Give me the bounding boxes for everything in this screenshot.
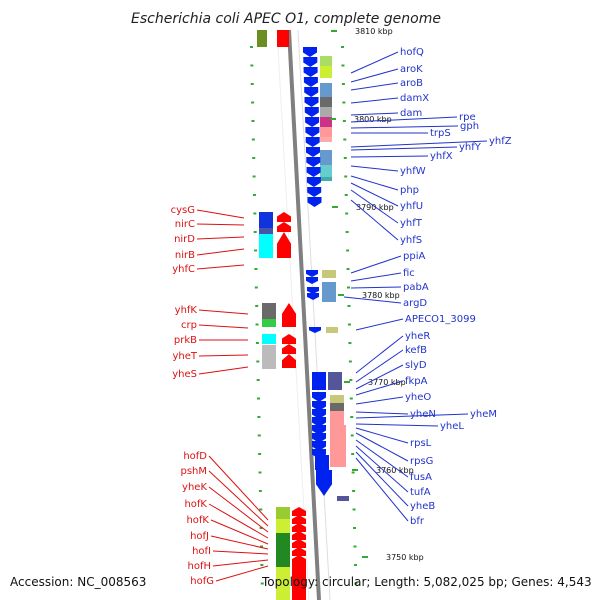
gene-label: yheR bbox=[405, 331, 430, 342]
gene-label: fic bbox=[403, 268, 415, 279]
topology-text: Topology: circular; Length: 5,082,025 bp… bbox=[261, 575, 592, 589]
gene-label: yhfT bbox=[400, 218, 423, 229]
gene-label: argD bbox=[403, 298, 427, 309]
scale-tick-label: 3780 kbp bbox=[362, 291, 400, 300]
gene-label: hofI bbox=[192, 546, 211, 557]
gene-label: gph bbox=[460, 121, 479, 132]
scale-tick-label: 3770 kbp bbox=[368, 378, 406, 387]
gene-label: hofD bbox=[183, 451, 207, 462]
gene-label: yheS bbox=[172, 369, 197, 380]
gene-label: bfr bbox=[410, 516, 425, 527]
gene-label: yheT bbox=[172, 351, 197, 362]
gene-label: fkpA bbox=[405, 376, 428, 387]
gene-label: php bbox=[400, 185, 419, 196]
gene-label: aroB bbox=[400, 78, 423, 89]
gene-label: rpsG bbox=[410, 456, 433, 467]
gene-label: yhfS bbox=[400, 235, 422, 246]
gene-label: nirD bbox=[174, 234, 195, 245]
gene-label: yheK bbox=[182, 482, 207, 493]
scale-tick-label: 3760 kbp bbox=[376, 466, 414, 475]
gene-label: yheM bbox=[470, 409, 497, 420]
accession-text: Accession: NC_008563 bbox=[10, 575, 146, 589]
gene-label: APECO1_3099 bbox=[405, 314, 476, 325]
gene-label: nirC bbox=[175, 219, 195, 230]
gene-label: kefB bbox=[405, 345, 427, 356]
gene-label: fusA bbox=[410, 472, 432, 483]
gene-label: nirB bbox=[175, 250, 195, 261]
gene-label: yhfC bbox=[172, 264, 195, 275]
gene-label: yhfZ bbox=[489, 136, 512, 147]
scale-tick-label: 3750 kbp bbox=[386, 553, 424, 562]
scale-tick-label: 3790 kbp bbox=[356, 203, 394, 212]
gene-label: cysG bbox=[171, 205, 195, 216]
scale-ticks: 3810 kbp 3800 kbp 3790 kbp 3780 kbp 3770 kbp… bbox=[330, 27, 424, 562]
gene-label: dam bbox=[400, 108, 422, 119]
gene-label: slyD bbox=[405, 360, 427, 371]
tick-track bbox=[250, 46, 358, 585]
gene-label: yheL bbox=[440, 421, 464, 432]
gene-label: yhfU bbox=[400, 201, 423, 212]
gene-label: yheB bbox=[410, 501, 435, 512]
gene-label: pabA bbox=[403, 282, 429, 293]
gene-label: hofH bbox=[188, 561, 212, 572]
gene-label: yhfY bbox=[459, 142, 482, 153]
genome-title: Escherichia coli APEC O1, complete genom… bbox=[131, 11, 441, 27]
gene-label: yhfW bbox=[400, 166, 426, 177]
gene-label: hofG bbox=[190, 576, 214, 587]
gene-label: hofQ bbox=[400, 47, 424, 58]
gene-label: prkB bbox=[174, 335, 197, 346]
gene-label: trpS bbox=[430, 128, 451, 139]
scale-tick-label: 3810 kbp bbox=[355, 27, 393, 36]
gene-label: hofK bbox=[186, 515, 209, 526]
gene-label: yhfX bbox=[430, 151, 453, 162]
gene-label: rpe bbox=[459, 112, 476, 123]
gene-label: yheN bbox=[410, 409, 436, 420]
gene-label: aroK bbox=[400, 64, 423, 75]
gene-label: tufA bbox=[410, 487, 431, 498]
gene-label: yheO bbox=[405, 392, 431, 403]
gene-label: hofK bbox=[184, 499, 207, 510]
gene-label: hofJ bbox=[190, 531, 209, 542]
gene-label: damX bbox=[400, 93, 429, 104]
gene-label: rpsL bbox=[410, 438, 432, 449]
gene-arrows bbox=[277, 47, 332, 600]
scale-tick-label: 3800 kbp bbox=[354, 115, 392, 124]
gene-label: ppiA bbox=[403, 251, 425, 262]
feature-bars bbox=[257, 30, 349, 600]
left-gene-labels: cysG nirC nirD nirB yhfC yhfK crp prkB yheT yheS h… bbox=[171, 205, 269, 587]
gene-label: yhfK bbox=[175, 305, 198, 316]
gene-label: pshM bbox=[180, 466, 207, 477]
gene-label: crp bbox=[181, 320, 197, 331]
